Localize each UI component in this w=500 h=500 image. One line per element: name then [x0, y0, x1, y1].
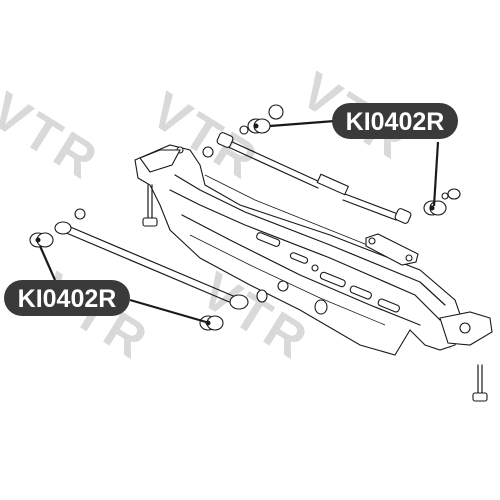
- callout-upper: KI0402R: [269, 103, 458, 207]
- bushing-upper-right: [423, 188, 461, 216]
- upper-adjustable-link: [202, 132, 412, 224]
- link-plate: [365, 233, 419, 266]
- callout-upper-label: KI0402R: [346, 108, 445, 136]
- callout-upper-box: [332, 103, 458, 139]
- bolt-right: [472, 364, 488, 402]
- callout-lower-label: KI0402R: [18, 285, 117, 313]
- bushing-upper-left: [239, 104, 284, 135]
- bolt-left: [142, 184, 158, 227]
- watermark-text-4: VTR: [31, 261, 160, 372]
- watermark-text-1: VTR: [0, 81, 110, 192]
- lower-trailing-link: [54, 208, 249, 310]
- callout-lower-leader-b: [129, 298, 207, 324]
- callout-upper-leader-b: [432, 141, 440, 207]
- callout-lower-box: [4, 280, 130, 316]
- bushing-lower-left: [29, 232, 54, 248]
- callout-lower: KI0402R: [4, 245, 207, 324]
- bushing-lower-right: [199, 280, 328, 331]
- callout-lower-leader-a: [38, 245, 57, 281]
- callout-upper-leader-a: [269, 119, 336, 128]
